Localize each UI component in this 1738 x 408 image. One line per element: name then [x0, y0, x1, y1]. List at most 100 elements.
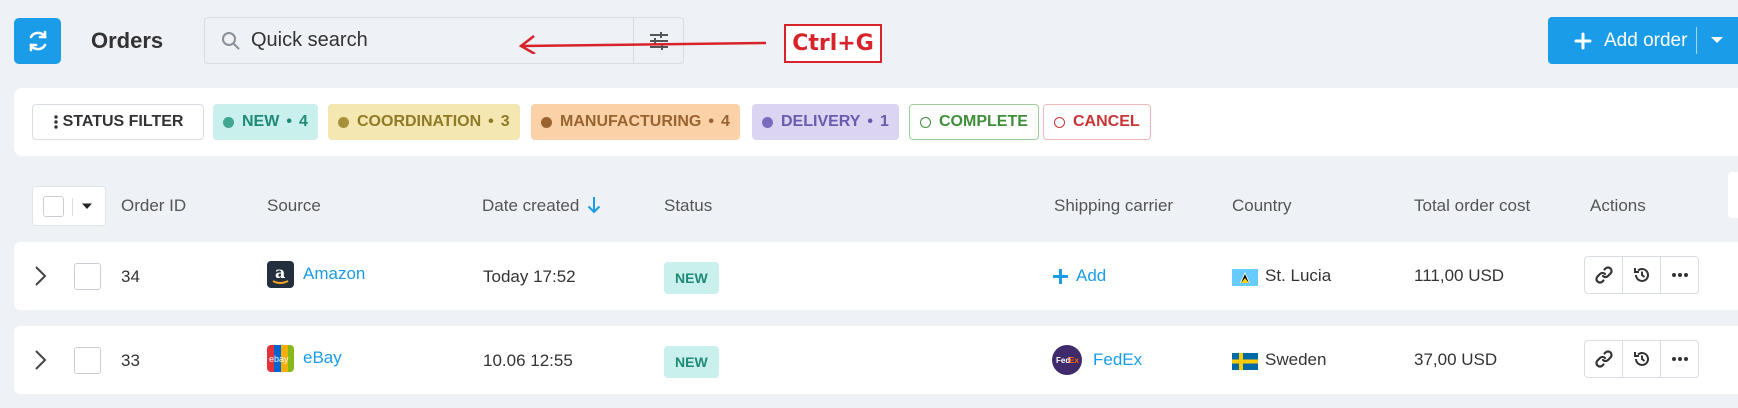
annotation-arrow	[518, 35, 767, 54]
source-link[interactable]: Amazon	[303, 264, 366, 283]
date-created: Today 17:52	[483, 267, 576, 286]
side-panel-tab[interactable]	[1728, 172, 1738, 218]
refresh-button[interactable]	[14, 18, 61, 64]
status-chip-complete[interactable]: COMPLETE	[909, 104, 1039, 140]
status-chip-new[interactable]: NEW • 4	[213, 104, 318, 140]
link-button[interactable]	[1585, 341, 1623, 377]
select-all-control[interactable]	[32, 186, 106, 226]
more-vertical-icon	[53, 115, 58, 129]
link-button[interactable]	[1585, 257, 1623, 293]
status-badge: NEW	[664, 262, 719, 294]
status-filter-button[interactable]: STATUS FILTER	[32, 104, 204, 140]
svg-text:a: a	[275, 263, 285, 282]
divider	[72, 198, 73, 216]
column-order-id[interactable]: Order ID	[121, 196, 187, 215]
total-cost: 37,00 USD	[1414, 350, 1498, 369]
status-chip-coordination[interactable]: COORDINATION • 3	[328, 104, 520, 140]
column-shipping-carrier[interactable]: Shipping carrier	[1054, 196, 1174, 215]
column-date-created-label: Date created	[482, 196, 580, 215]
status-dot	[223, 116, 234, 128]
chevron-down-icon[interactable]	[1710, 36, 1724, 44]
status-chip-label: CANCEL	[1073, 113, 1140, 130]
history-icon	[1633, 351, 1649, 366]
status-chip-label: COMPLETE	[939, 113, 1028, 130]
top-bar: Orders Ctrl+G Add order	[0, 0, 1738, 80]
status-ring	[1054, 116, 1065, 128]
country: Sweden	[1265, 350, 1327, 369]
sliders-icon	[649, 31, 668, 50]
add-carrier-link[interactable]: Add	[1053, 266, 1106, 286]
history-button[interactable]	[1623, 257, 1661, 293]
status-chip-cancel[interactable]: CANCEL	[1043, 104, 1151, 140]
country: St. Lucia	[1265, 266, 1332, 285]
link-icon	[1594, 266, 1613, 284]
chevron-right-icon[interactable]	[34, 349, 48, 371]
status-dot	[338, 116, 349, 128]
svg-text:Ex: Ex	[1069, 356, 1079, 365]
more-button[interactable]	[1661, 341, 1698, 377]
search-icon	[222, 32, 240, 50]
plus-icon	[1053, 268, 1068, 284]
arrow-down-icon	[587, 197, 601, 214]
shortcut-annotation: Ctrl+G	[784, 24, 882, 63]
status-chip-count: 1	[880, 113, 889, 130]
status-chip-label: COORDINATION	[357, 113, 482, 130]
status-filter-label: STATUS FILTER	[62, 113, 184, 130]
page-title: Orders	[91, 28, 164, 53]
column-date-created[interactable]: Date created	[482, 196, 601, 216]
carrier-link[interactable]: FedEx	[1093, 350, 1143, 369]
svg-text:Fed: Fed	[1056, 356, 1070, 365]
row-actions	[1584, 256, 1699, 294]
status-chip-count: 4	[298, 113, 308, 130]
source-link[interactable]: eBay	[303, 348, 342, 367]
amazon-logo-icon: a	[267, 261, 294, 288]
history-button[interactable]	[1623, 341, 1661, 377]
search-input[interactable]	[251, 18, 631, 63]
status-dot	[541, 116, 552, 128]
plus-icon	[1568, 32, 1598, 50]
row-checkbox[interactable]	[74, 263, 101, 290]
row-checkbox[interactable]	[74, 347, 101, 374]
table-header: Order ID Source Date created Status Ship…	[0, 186, 1738, 226]
status-ring	[920, 116, 931, 128]
chevron-down-icon[interactable]	[81, 203, 93, 210]
quick-search	[204, 17, 684, 64]
status-chip-label: NEW	[242, 113, 280, 130]
column-status[interactable]: Status	[664, 196, 713, 215]
search-settings-button[interactable]	[633, 18, 683, 63]
more-horizontal-icon	[1671, 273, 1688, 277]
table-row[interactable]: 34 a Amazon Today 17:52 NEW Add St. Luci…	[14, 242, 1738, 310]
status-chip-manufacturing[interactable]: MANUFACTURING • 4	[531, 104, 740, 140]
column-total[interactable]: Total order cost	[1414, 196, 1531, 215]
more-horizontal-icon	[1671, 357, 1688, 361]
divider	[1696, 27, 1697, 54]
st-lucia-flag-icon	[1232, 269, 1258, 286]
add-order-label: Add order	[1604, 29, 1688, 51]
column-actions: Actions	[1590, 196, 1646, 215]
date-created: 10.06 12:55	[483, 351, 573, 370]
status-chip-label: MANUFACTURING	[560, 113, 702, 130]
column-country[interactable]: Country	[1232, 196, 1292, 215]
history-icon	[1633, 267, 1649, 282]
link-icon	[1594, 350, 1613, 368]
chevron-right-icon[interactable]	[34, 265, 48, 287]
status-chip-label: DELIVERY	[781, 113, 861, 130]
add-carrier-label: Add	[1076, 266, 1107, 285]
status-chip-count: 3	[500, 113, 510, 130]
column-source[interactable]: Source	[267, 196, 321, 215]
order-id: 34	[121, 267, 140, 286]
row-actions	[1584, 340, 1699, 378]
refresh-icon	[29, 30, 46, 52]
svg-text:ebay: ebay	[269, 354, 289, 364]
add-order-button[interactable]: Add order	[1548, 17, 1738, 64]
status-chip-delivery[interactable]: DELIVERY • 1	[752, 104, 899, 140]
ebay-logo-icon: ebay	[267, 345, 294, 372]
more-button[interactable]	[1661, 257, 1698, 293]
sweden-flag-icon	[1232, 353, 1258, 370]
order-id: 33	[121, 351, 140, 370]
select-all-checkbox[interactable]	[43, 196, 64, 217]
status-dot	[762, 116, 773, 128]
status-chip-count: 4	[720, 113, 730, 130]
